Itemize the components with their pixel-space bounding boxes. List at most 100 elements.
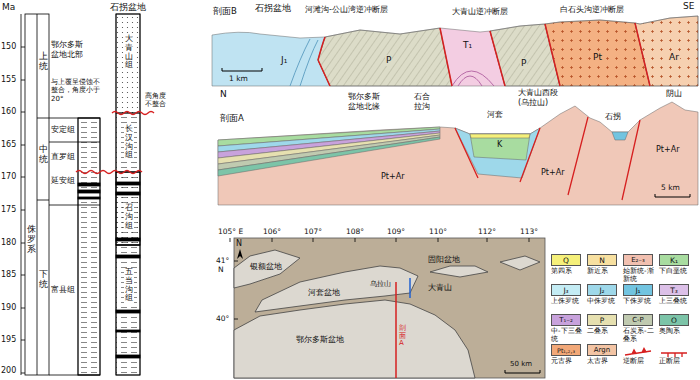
legend-item: 正断层 (659, 344, 695, 365)
label: 鄂尔多斯盆地北部 (51, 40, 85, 59)
label: Ar (668, 52, 680, 63)
label: 大青山组 (124, 35, 134, 70)
legend-item: J₃上侏罗统 (551, 284, 587, 305)
unit-code: N (588, 255, 616, 266)
label: 剖面A (399, 325, 406, 348)
unit-code: E₂₋₃ (624, 255, 652, 266)
legend-text: 下侏罗统 (623, 297, 659, 305)
legend-item: J₁下侏罗统 (623, 284, 659, 305)
label: Ma (2, 2, 15, 13)
label: 40° (216, 314, 229, 323)
label: 石拐盆地 (110, 2, 146, 13)
legend-item: Q第四系 (551, 254, 587, 275)
label: 106° (263, 227, 281, 236)
unit-code: O (660, 315, 688, 326)
legend-swatch: T₁₋₂ (551, 314, 581, 326)
label: 113° (520, 227, 538, 236)
legend-swatch: T₃ (659, 284, 689, 296)
label: 41° (216, 256, 229, 265)
label: 50 km (510, 360, 532, 368)
unit-code: Argn (588, 345, 616, 356)
label: 石合拉沟 (414, 92, 432, 111)
unit-code: J₃ (552, 285, 580, 296)
legend-swatch: J₂ (587, 284, 617, 296)
legend-swatch: C-P (623, 314, 653, 326)
label: 160 (1, 107, 16, 117)
label: T₁ (462, 40, 473, 51)
label: N (220, 89, 227, 100)
label: N (218, 265, 224, 274)
legend-swatch: P (587, 314, 617, 326)
label: 高角度不整合 (145, 92, 168, 109)
legend-text: 上三叠统 (659, 297, 695, 305)
label: 155 (1, 75, 16, 85)
unit-code: Q (552, 255, 580, 266)
label: 大青山西段(乌拉山) (518, 88, 562, 107)
label: Pt+Ar (655, 145, 680, 155)
legend-item: N新近系 (587, 254, 623, 275)
legend-text: 第四系 (551, 267, 587, 275)
location-map (230, 238, 545, 378)
label: 5 km (660, 183, 681, 192)
section-b (212, 16, 698, 86)
label: 五当沟组 (124, 268, 134, 303)
label: 安定组 (51, 125, 75, 134)
legend-text: 逆断层 (623, 357, 659, 365)
label: 河套 (487, 110, 503, 120)
label: 上统 (39, 52, 48, 72)
label: 乌拉山 (370, 281, 391, 289)
unit-code: T₃ (660, 285, 688, 296)
legend-text: 奥陶系 (659, 327, 695, 335)
label: 长汉沟组 (124, 125, 134, 160)
label: 石拐 (605, 112, 621, 122)
legend-item: T₃上三叠统 (659, 284, 695, 305)
legend-item: 逆断层 (623, 344, 659, 365)
unit-code: Pt₁,₂,₃ (552, 345, 580, 356)
legend-swatch: O (659, 314, 689, 326)
label: SE (683, 1, 694, 12)
label: 河滩沟-公山湾逆冲断层 (305, 5, 388, 15)
label: 110° (429, 227, 447, 236)
label: 175 (1, 205, 16, 215)
label: 195 (1, 335, 16, 345)
label: Pt+Ar (380, 172, 405, 182)
label: 白石头沟逆冲断层 (560, 5, 624, 15)
label: 107° (304, 227, 322, 236)
legend-item: K₁下白垩统 (659, 254, 695, 275)
unit-code: T₁₋₂ (552, 315, 580, 326)
label: 石拐盆地 (255, 3, 291, 13)
legend-item: T₁₋₂中-下三叠统 (551, 314, 587, 343)
section-a (218, 102, 698, 205)
legend-text: 二叠系 (587, 327, 623, 335)
label: 与上覆呈侵蚀不整合，角度小于20° (51, 78, 101, 103)
legend-item: C-P石炭系-二叠系 (623, 314, 659, 343)
legend-text: 中-下三叠统 (551, 327, 587, 343)
label: 185 (1, 270, 16, 280)
label: N (236, 239, 242, 249)
legend-swatch: N (587, 254, 617, 266)
legend-text: 中侏罗统 (587, 297, 623, 305)
legend-swatch: Q (551, 254, 581, 266)
legend-swatch (659, 344, 689, 356)
unit-code: C-P (624, 315, 652, 326)
legend-text: 上侏罗统 (551, 297, 587, 305)
label: 170 (1, 172, 16, 182)
legend-swatch: J₁ (623, 284, 653, 296)
legend-item: Argn太古界 (587, 344, 623, 365)
label: P (385, 55, 392, 66)
label: 大青山 (428, 283, 452, 292)
label: Pt (592, 52, 603, 63)
unconformity (76, 171, 142, 174)
label: 下统 (39, 270, 48, 290)
strat-column (21, 14, 140, 375)
label: 延安组 (51, 176, 75, 185)
label: K (496, 140, 503, 150)
label: 大青山逆冲断层 (452, 7, 508, 17)
unconformity (112, 112, 154, 115)
label: 河套盆地 (308, 288, 340, 297)
legend-swatch: Argn (587, 344, 617, 356)
label: 银额盆地 (250, 262, 282, 271)
label: 鄂尔多斯盆地 (296, 335, 344, 345)
legend-text: 下白垩统 (659, 267, 695, 275)
legend-swatch: Pt₁,₂,₃ (551, 344, 581, 356)
